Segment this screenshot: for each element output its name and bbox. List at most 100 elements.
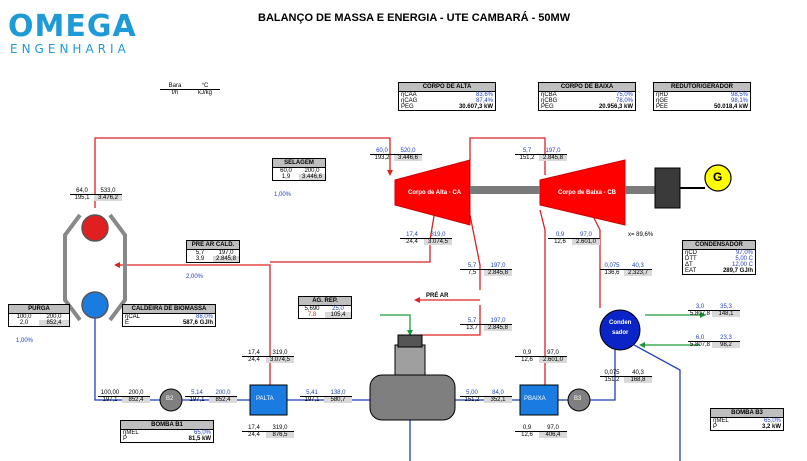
- stream-value: 168,8: [624, 377, 652, 383]
- stream-value: 2.845,8: [539, 155, 567, 161]
- stream-value: 151,2: [604, 377, 620, 383]
- stream-value: 60,0: [370, 148, 394, 155]
- stream-value: 197,1: [304, 397, 320, 403]
- selagem-pct: 1,00%: [274, 192, 292, 198]
- feedwater-line: [94, 318, 160, 401]
- pbaixa-label: PBAIXA: [524, 396, 546, 402]
- stream-value: 406,4: [539, 432, 567, 438]
- stream-value: 3.446,6: [394, 155, 422, 161]
- stream-value: 5,7: [515, 148, 539, 155]
- logo: OMEGA: [8, 9, 137, 44]
- turbine-cb: [539, 159, 626, 226]
- main-steam-line: [94, 137, 391, 208]
- stream-value: 197,1: [102, 397, 118, 403]
- stream-value: 97,0: [539, 425, 567, 432]
- stream-value: 197,0: [484, 263, 512, 270]
- pump-b2-label: B2: [166, 396, 174, 402]
- condensador-label-b: sador: [612, 330, 629, 336]
- turbine-cb-label: Corpo de Baixa - CB: [558, 190, 617, 196]
- stream-value: 12,6: [554, 239, 566, 245]
- pump-b3: [567, 388, 591, 412]
- stream-value: 193,2: [374, 155, 390, 161]
- stream-value: 0,075: [600, 370, 624, 377]
- stream-value: 151,2: [464, 397, 480, 403]
- stream-value: 23,3: [712, 335, 740, 342]
- stream-value: 2.845,8: [484, 325, 512, 331]
- stream-value: 12,6: [521, 357, 533, 363]
- stream-value: 5,7: [460, 263, 484, 270]
- stream-value: 197,0: [484, 318, 512, 325]
- stream-value: 319,0: [266, 425, 294, 432]
- stream-value: 5,00: [460, 390, 484, 397]
- cond-inlet-line: [589, 209, 601, 308]
- quality-label: x= 89,6%: [628, 232, 654, 238]
- stream-value: 98,2: [712, 342, 740, 348]
- stream-value: 5,7: [460, 318, 484, 325]
- stream-value: 24,4: [248, 357, 260, 363]
- stream-value: 0,9: [515, 350, 539, 357]
- pre-ar-cald-line: [120, 264, 271, 390]
- stream-value: 3.074,5: [266, 357, 294, 363]
- stream-value: 520,0: [394, 148, 422, 155]
- stream-value: 97,0: [539, 350, 567, 357]
- stream-value: 5.807,8: [689, 342, 711, 348]
- stream-value: 40,3: [624, 370, 652, 377]
- stream-value: 197,0: [539, 148, 567, 155]
- preheater-palta: [249, 384, 288, 416]
- stream-value: 35,3: [712, 304, 740, 311]
- generator: [704, 164, 732, 192]
- stream-value: 533,0: [94, 188, 122, 195]
- purga-pct: 1,00%: [16, 338, 34, 344]
- pre-ar-label: PRÉ AR: [426, 293, 449, 299]
- stream-value: 136,6: [604, 270, 620, 276]
- stream-value: 852,4: [209, 397, 237, 403]
- stream-value: 3,0: [688, 304, 712, 311]
- cb-exhaust-line: [539, 209, 546, 390]
- stream-value: 64,0: [70, 188, 94, 195]
- cond-outlet-line: [590, 350, 616, 401]
- stream-value: 151,2: [519, 155, 535, 161]
- deaerator: [369, 374, 456, 421]
- turbine-ca-label: Corpo de Alta - CA: [408, 190, 462, 196]
- pump-b3-label: B3: [574, 396, 582, 402]
- stream-value: 876,5: [266, 432, 294, 438]
- stream-value: 195,1: [74, 195, 90, 201]
- mid-line: [469, 214, 481, 290]
- stream-value: 2.323,7: [624, 270, 652, 276]
- stream-value: 7,5: [467, 270, 477, 276]
- stream-value: 319,0: [424, 232, 452, 239]
- stream-value: 13,7: [466, 325, 478, 331]
- stream-value: 3.476,2: [94, 195, 122, 201]
- page-title: BALANÇO DE MASSA E ENERGIA - UTE CAMBARÁ…: [258, 12, 571, 24]
- stream-value: 84,0: [484, 390, 512, 397]
- logo-subtitle: ENGENHARIA: [10, 42, 130, 56]
- stream-value: 40,3: [624, 263, 652, 270]
- stream-value: 17,4: [400, 232, 424, 239]
- stream-value: 2.601,0: [539, 357, 567, 363]
- pump-b2: [159, 388, 183, 412]
- extraction-line: [270, 209, 436, 263]
- condensador-label-a: Conden: [609, 320, 632, 326]
- generator-label: G: [713, 170, 723, 184]
- stream-value: 24,4: [406, 239, 418, 245]
